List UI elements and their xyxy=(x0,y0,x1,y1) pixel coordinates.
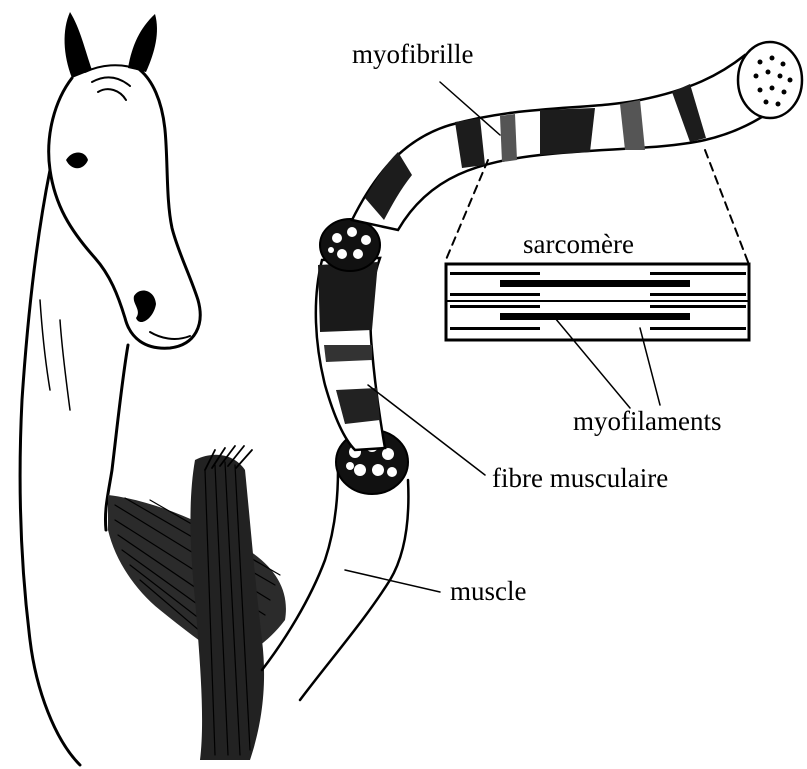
horse-left-ear xyxy=(65,12,92,78)
label-myofibrille: myofibrille xyxy=(352,39,473,69)
horse-forelock xyxy=(85,65,140,100)
horse-head-outline xyxy=(49,70,200,348)
muscle-fiber xyxy=(316,219,385,450)
horse-illustration xyxy=(20,12,200,765)
fiber-cross-section xyxy=(320,219,380,271)
horse-neck-crease xyxy=(40,300,70,410)
fiber-stripe-dark xyxy=(318,262,378,332)
horse-right-ear xyxy=(128,14,157,72)
horse-nostril xyxy=(134,290,156,322)
sarcomere-zoom-line-right xyxy=(705,150,748,262)
muscle-bundle xyxy=(108,430,408,760)
fiber-stripe-mid xyxy=(324,345,372,362)
label-myofilaments: myofilaments xyxy=(573,406,721,436)
myofibril xyxy=(352,42,802,230)
label-muscle: muscle xyxy=(450,576,526,606)
horse-mouth xyxy=(150,332,190,339)
label-sarcomere: sarcomère xyxy=(523,229,634,259)
horse-eye xyxy=(66,153,88,169)
horse-neck-front xyxy=(20,170,80,765)
muscle-sheath xyxy=(262,470,408,700)
label-fibre-musculaire: fibre musculaire xyxy=(492,463,668,493)
